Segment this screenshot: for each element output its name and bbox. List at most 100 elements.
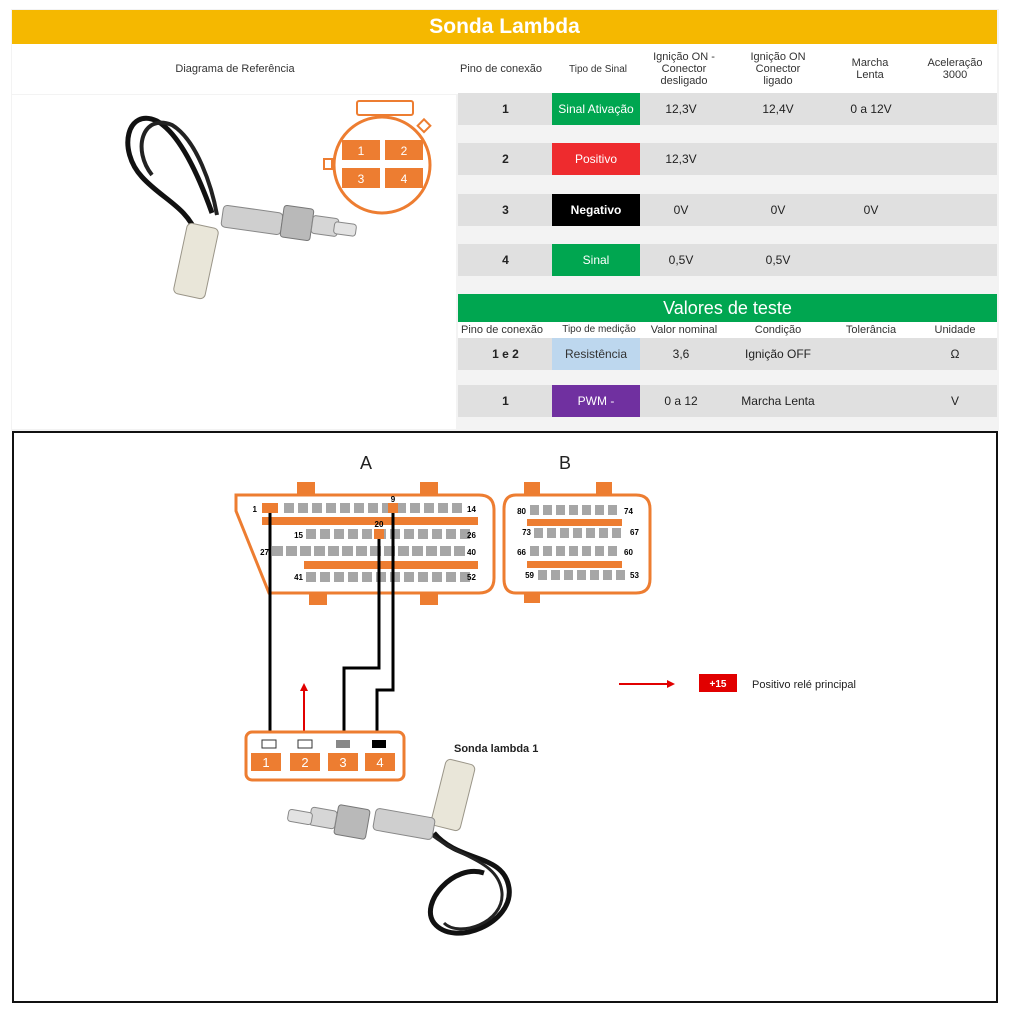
value-ign-on-on: 12,4V: [762, 102, 794, 116]
pin-cavity: [530, 546, 539, 556]
pin-cavity: [320, 572, 330, 582]
table-row: 4 Sinal 0,5V 0,5V: [458, 244, 997, 276]
pin-cavity: [314, 546, 325, 556]
sensor-connector: [244, 730, 406, 782]
value-idle: 0V: [863, 203, 879, 217]
tv-header-condition: Condição: [754, 324, 802, 336]
test-values-title: Valores de teste: [458, 294, 997, 322]
pin-cavity: [284, 503, 294, 513]
pin-cavity: [582, 505, 591, 515]
pin-cavity: [334, 572, 344, 582]
pin-number: 4: [502, 253, 509, 267]
sensor-pin-1: [251, 753, 281, 771]
a-pin-9-label: 9: [391, 495, 396, 504]
connector-pin-2-label: 2: [401, 144, 408, 158]
pin-cavity: [390, 572, 400, 582]
header-ign-on-off: Ignição ON - Conector desligado: [653, 51, 715, 87]
pin-cavity: [586, 528, 595, 538]
pin-cavity: [328, 546, 339, 556]
sensor-pin-2: [290, 753, 320, 771]
pin-cavity: [348, 572, 358, 582]
pin-cavity: [454, 546, 465, 556]
pin-cavity: [306, 529, 316, 539]
pin-cavity: [412, 546, 423, 556]
pin-cavity: [376, 572, 386, 582]
connector-pin-1: [342, 140, 380, 160]
table-row: 1 e 2 Resistência 3,6 Ignição OFF Ω: [458, 338, 997, 370]
tv-tolerance: [838, 385, 904, 417]
value-ign-on-off: 12,3V: [665, 102, 697, 116]
pin-cavity: [334, 529, 344, 539]
signal-badge: Sinal: [552, 244, 640, 276]
sensor-pin-4-label: 4: [376, 755, 383, 770]
signal-badge: Sinal Ativação: [552, 93, 640, 125]
pin-cavity: [362, 572, 372, 582]
signal-badge: Positivo: [552, 143, 640, 175]
connector-b-label: B: [559, 453, 571, 473]
pin-cavity: [577, 570, 586, 580]
a-pin-20-label: 20: [375, 520, 384, 529]
value-ign-on-on: 0,5V: [765, 253, 791, 267]
tv-unit: Ω: [950, 347, 960, 361]
a-pin-41-label: 41: [294, 573, 303, 582]
value-ign-on-on: 0V: [770, 203, 786, 217]
pin-number: 3: [502, 203, 509, 217]
pin-cavity: [356, 546, 367, 556]
b-pin-73-label: 73: [522, 528, 531, 537]
pin-cavity: [452, 503, 462, 513]
pin-cavity: [300, 546, 311, 556]
pin-cavity: [418, 529, 428, 539]
value-idle: 0 a 12V: [850, 102, 892, 116]
pin-cavity: [446, 572, 456, 582]
pin-cavity: [398, 546, 409, 556]
tv-header-nominal: Valor nominal: [650, 324, 718, 336]
pin-cavity: [298, 503, 308, 513]
tv-nominal: 3,6: [672, 347, 690, 361]
a-pin-15-label: 15: [294, 531, 303, 540]
sensor-label: Sonda lambda 1: [454, 743, 538, 755]
sensor-pin-3: [328, 753, 358, 771]
pin-cavity: [543, 505, 552, 515]
pin-cavity: [569, 546, 578, 556]
pin-number: 1: [502, 102, 509, 116]
a-pin-52-label: 52: [467, 573, 476, 582]
connector-pin-4-label: 4: [401, 172, 408, 186]
pin-cavity: [348, 529, 358, 539]
pin-cavity: [426, 546, 437, 556]
pin-cavity: [396, 503, 406, 513]
pin-cavity: [616, 570, 625, 580]
header-accel: Aceleração 3000: [927, 57, 983, 81]
pin-cavity: [384, 546, 395, 556]
b-pin-74-label: 74: [624, 507, 633, 516]
pin-cavity: [538, 570, 547, 580]
wires: [268, 513, 395, 733]
pin-cavity: [404, 572, 414, 582]
connector-pin-1-label: 1: [358, 144, 365, 158]
pin-cavity: [424, 503, 434, 513]
b-pin-67-label: 67: [630, 528, 639, 537]
pin-cavity: [460, 572, 470, 582]
value-ign-on-off: 12,3V: [665, 152, 697, 166]
connector-a-pins: [272, 503, 470, 582]
measurement-badge: Resistência: [552, 338, 640, 370]
pin-cavity: [354, 503, 364, 513]
pin-cavity: [432, 572, 442, 582]
tv-header-pin: Pino de conexão: [461, 324, 543, 336]
tv-unit: V: [950, 394, 959, 408]
a-pin-40-label: 40: [467, 548, 476, 557]
pin-cavity: [599, 528, 608, 538]
sensor-plug-bottom: [430, 758, 476, 832]
pin-cavity: [612, 528, 621, 538]
b-pin-66-label: 66: [517, 548, 526, 557]
b-pin-80-label: 80: [517, 507, 526, 516]
pin-cavity: [410, 503, 420, 513]
pin-cavity: [590, 570, 599, 580]
value-idle: [838, 244, 904, 276]
value-accel: [918, 194, 988, 226]
pin-cavity: [595, 546, 604, 556]
pin-cavity: [608, 546, 617, 556]
pin-cavity: [440, 546, 451, 556]
sensor-body: [220, 204, 284, 236]
table-row: 2 Positivo 12,3V: [458, 143, 997, 175]
sensor-pin-2-label: 2: [301, 755, 308, 770]
